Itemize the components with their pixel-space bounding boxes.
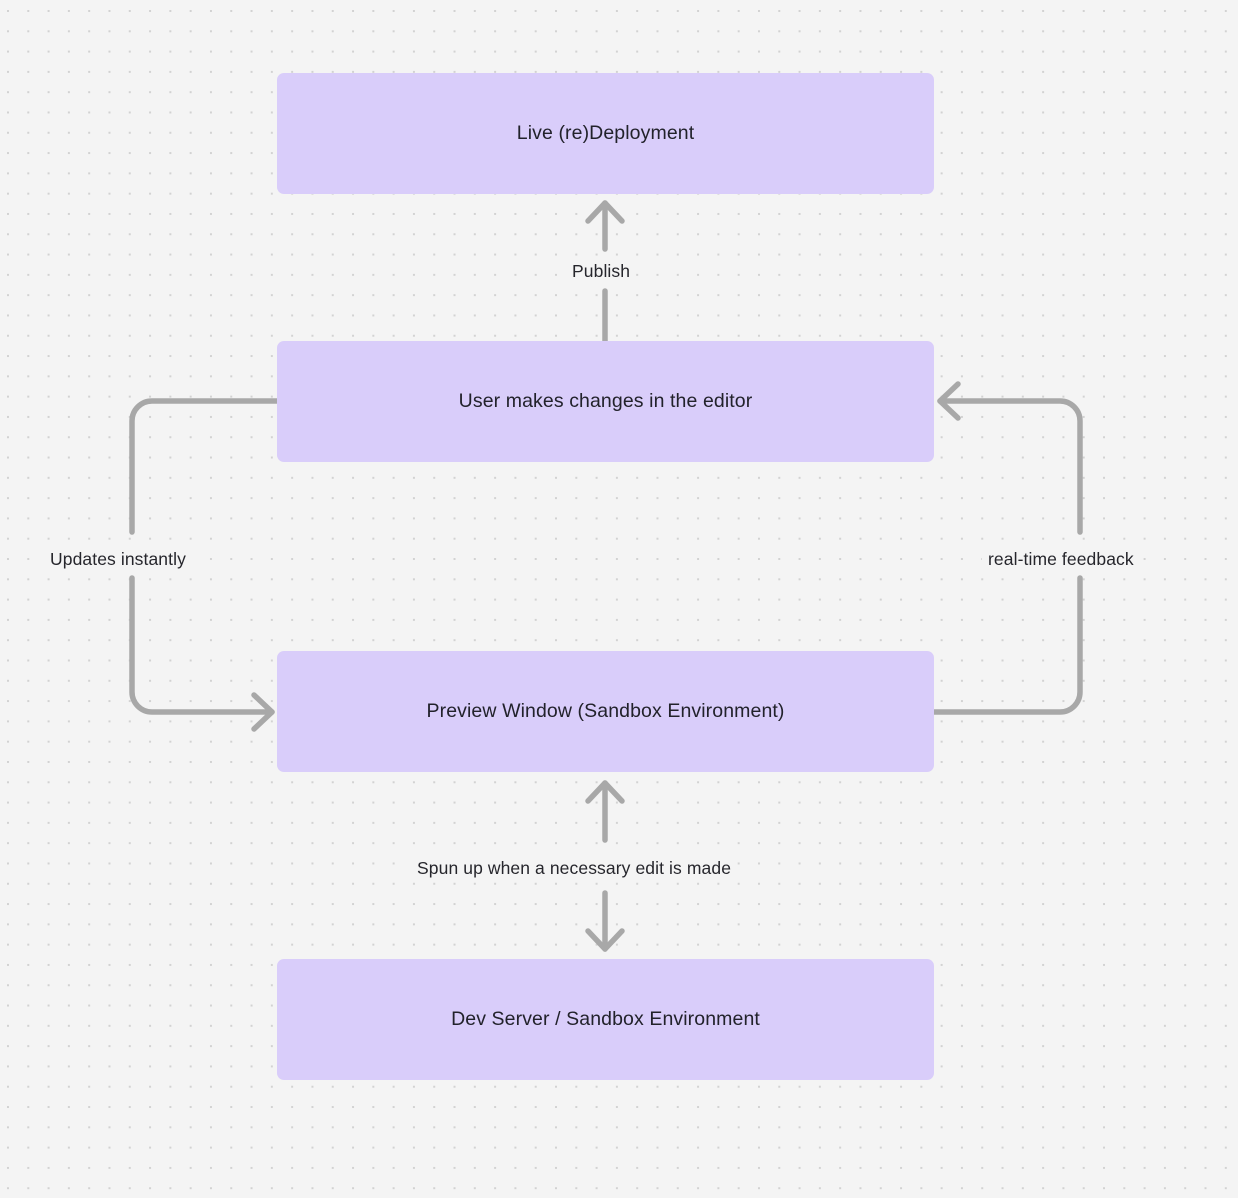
node-dev-server-label: Dev Server / Sandbox Environment xyxy=(451,1008,760,1031)
node-live-redeployment[interactable]: Live (re)Deployment xyxy=(277,73,934,194)
node-preview-window[interactable]: Preview Window (Sandbox Environment) xyxy=(277,651,934,772)
node-user-makes-changes-label: User makes changes in the editor xyxy=(458,390,753,413)
node-dev-server[interactable]: Dev Server / Sandbox Environment xyxy=(277,959,934,1080)
edge-label-real-time-feedback: real-time feedback xyxy=(982,546,1140,573)
edge-label-updates-instantly: Updates instantly xyxy=(44,546,192,573)
node-preview-window-label: Preview Window (Sandbox Environment) xyxy=(426,700,785,723)
edge-label-spun-up: Spun up when a necessary edit is made xyxy=(411,855,738,882)
node-live-redeployment-label: Live (re)Deployment xyxy=(516,122,695,145)
node-user-makes-changes[interactable]: User makes changes in the editor xyxy=(277,341,934,462)
edge-label-publish: Publish xyxy=(566,258,637,285)
